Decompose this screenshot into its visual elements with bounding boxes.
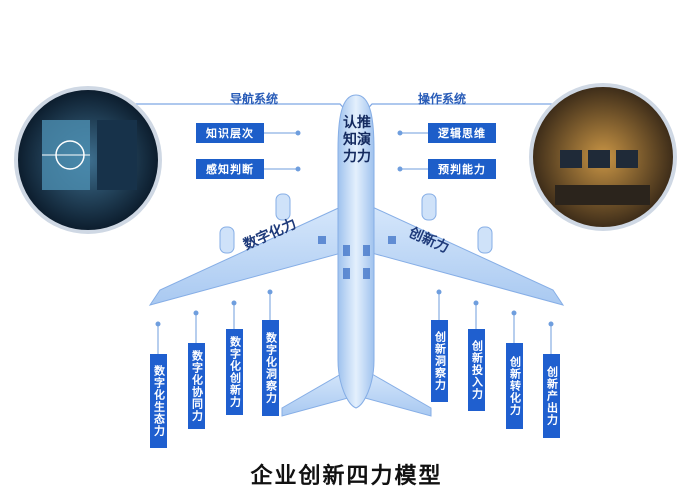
left-box-connectors xyxy=(264,130,301,172)
fuselage xyxy=(337,94,375,409)
digital-collaboration-power-box: 数字化协同力 xyxy=(188,343,205,429)
op-system-label: 操作系统 xyxy=(418,92,467,106)
digital-insight-power-box: 数字化洞察力 xyxy=(262,320,279,416)
innovation-input-power-box: 创新投入力 xyxy=(468,329,485,411)
innovation-insight-power-box: 创新洞察力 xyxy=(431,320,448,402)
cockpit-display-image xyxy=(14,86,162,234)
center-line-3: 力力 xyxy=(343,149,371,165)
innovation-output-power-box: 创新产出力 xyxy=(543,354,560,438)
prediction-ability-box: 预判能力 xyxy=(428,159,496,179)
nav-system-label: 导航系统 xyxy=(230,92,279,106)
engines xyxy=(219,193,493,254)
digital-innovation-power-box: 数字化创新力 xyxy=(226,329,243,415)
internal-components xyxy=(318,236,396,279)
center-line-2: 知演 xyxy=(343,132,371,148)
center-text: 认推 知演 力力 xyxy=(340,115,374,166)
vertical-box-connectors xyxy=(155,289,554,354)
logical-thinking-box: 逻辑思维 xyxy=(428,123,496,143)
flight-deck-image xyxy=(529,83,677,231)
digital-ecosystem-power-box: 数字化生态力 xyxy=(150,354,167,448)
diagram-caption: 企业创新四力模型 xyxy=(250,463,443,489)
wings xyxy=(148,204,565,306)
innovation-conversion-power-box: 创新转化力 xyxy=(506,343,523,429)
center-line-1: 认推 xyxy=(343,115,371,131)
perception-judgment-box: 感知判断 xyxy=(196,159,264,179)
right-box-connectors xyxy=(397,130,428,172)
knowledge-level-box: 知识层次 xyxy=(196,123,264,143)
